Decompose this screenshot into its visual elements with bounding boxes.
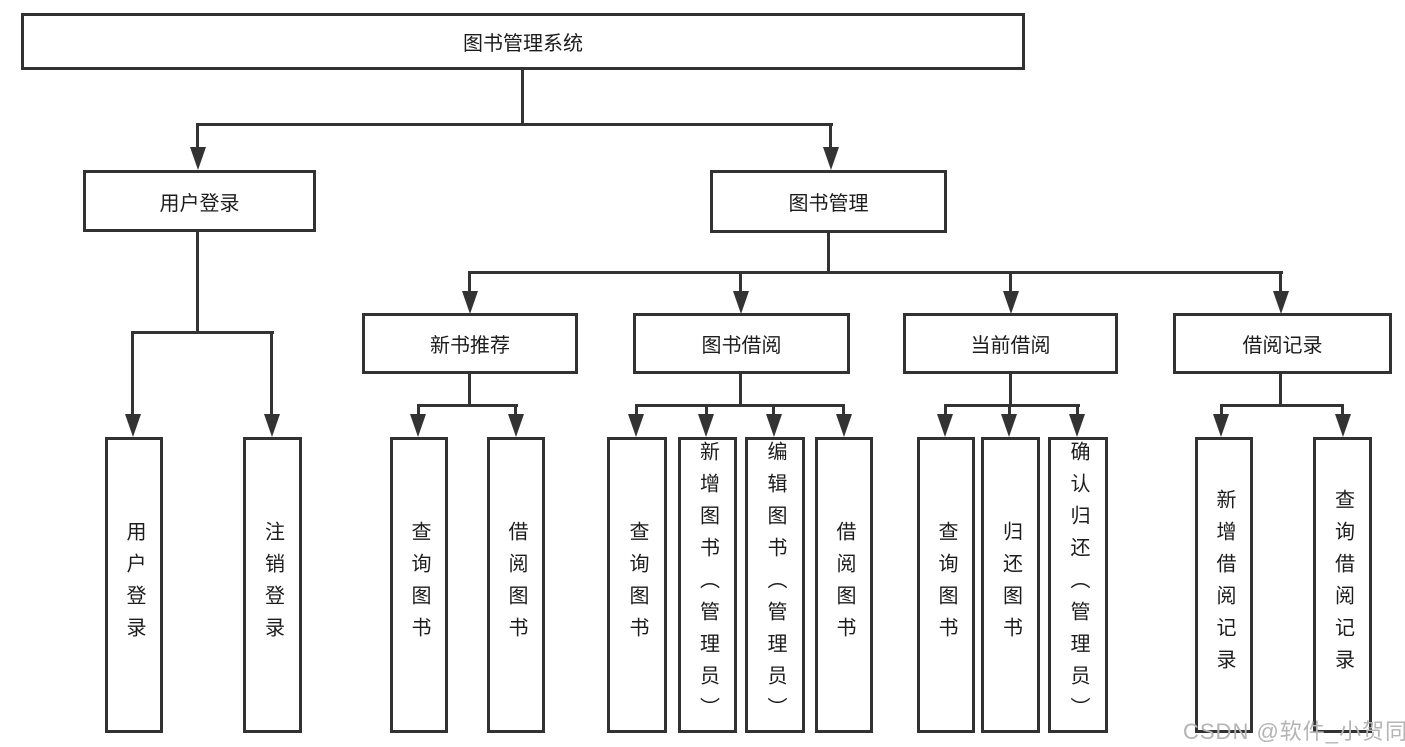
arrow-down-icon — [937, 414, 953, 437]
leaf-confirm-return-admin: 确认归还（管理员） — [1048, 437, 1108, 733]
leaf-borrow-books-recommend: 借阅图书 — [487, 437, 545, 733]
connector — [131, 331, 134, 416]
connector — [196, 232, 199, 334]
arrow-down-icon — [698, 414, 714, 437]
arrow-down-icon — [836, 414, 852, 437]
connector — [270, 331, 273, 416]
arrow-down-icon — [1001, 414, 1017, 437]
arrow-down-icon — [628, 414, 644, 437]
node-book-management: 图书管理 — [710, 170, 947, 233]
node-book-borrow: 图书借阅 — [633, 313, 850, 374]
connector — [1008, 404, 1011, 418]
connector — [1220, 404, 1223, 418]
connector — [468, 374, 471, 407]
connector — [196, 123, 833, 126]
node-user-login: 用户登录 — [83, 170, 316, 232]
leaf-query-books-current: 查询图书 — [917, 437, 975, 733]
connector — [829, 123, 832, 151]
leaf-logout: 注销登录 — [243, 437, 302, 733]
connector — [1076, 404, 1079, 418]
arrow-down-icon — [410, 414, 426, 437]
leaf-query-books-borrow: 查询图书 — [607, 437, 667, 733]
arrow-down-icon — [733, 291, 749, 314]
connector — [1220, 404, 1344, 407]
arrow-down-icon — [125, 414, 141, 437]
leaf-edit-book-admin: 编辑图书（管理员） — [745, 437, 805, 733]
connector — [1279, 374, 1282, 407]
node-root: 图书管理系统 — [21, 13, 1025, 70]
connector — [514, 404, 517, 418]
connector — [417, 404, 420, 418]
arrow-down-icon — [1003, 291, 1019, 314]
arrow-down-icon — [462, 291, 478, 314]
connector — [1009, 271, 1012, 293]
connector — [944, 404, 1080, 407]
connector — [468, 271, 471, 293]
arrow-down-icon — [190, 147, 206, 170]
connector — [468, 271, 1283, 274]
connector — [1341, 404, 1344, 418]
connector — [705, 404, 708, 418]
leaf-add-borrow-record: 新增借阅记录 — [1195, 437, 1253, 733]
node-current-borrow: 当前借阅 — [903, 313, 1118, 374]
connector — [827, 233, 830, 274]
connector — [131, 331, 274, 334]
connector — [842, 404, 845, 418]
connector — [772, 404, 775, 418]
leaf-return-book: 归还图书 — [981, 437, 1040, 733]
connector — [635, 404, 638, 418]
connector — [635, 404, 845, 407]
connector — [739, 374, 742, 407]
node-borrow-records: 借阅记录 — [1173, 313, 1392, 374]
arrow-down-icon — [1335, 414, 1351, 437]
connector — [521, 70, 524, 126]
node-new-book-recommend: 新书推荐 — [362, 313, 578, 374]
arrow-down-icon — [1069, 414, 1085, 437]
connector — [417, 404, 518, 407]
connector — [1279, 271, 1282, 293]
arrow-down-icon — [264, 414, 280, 437]
leaf-user-login: 用户登录 — [105, 437, 163, 733]
arrow-down-icon — [1213, 414, 1229, 437]
connector — [196, 123, 199, 151]
leaf-query-borrow-record: 查询借阅记录 — [1313, 437, 1372, 733]
watermark: CSDN @软件_小贺同学 — [1183, 719, 1405, 744]
arrow-down-icon — [1273, 291, 1289, 314]
connector — [739, 271, 742, 293]
arrow-down-icon — [766, 414, 782, 437]
arrow-down-icon — [823, 147, 839, 170]
connector — [1009, 374, 1012, 407]
leaf-add-book-admin: 新增图书（管理员） — [678, 437, 737, 733]
connector — [944, 404, 947, 418]
leaf-borrow-books: 借阅图书 — [815, 437, 873, 733]
leaf-query-books-recommend: 查询图书 — [390, 437, 448, 733]
arrow-down-icon — [508, 414, 524, 437]
